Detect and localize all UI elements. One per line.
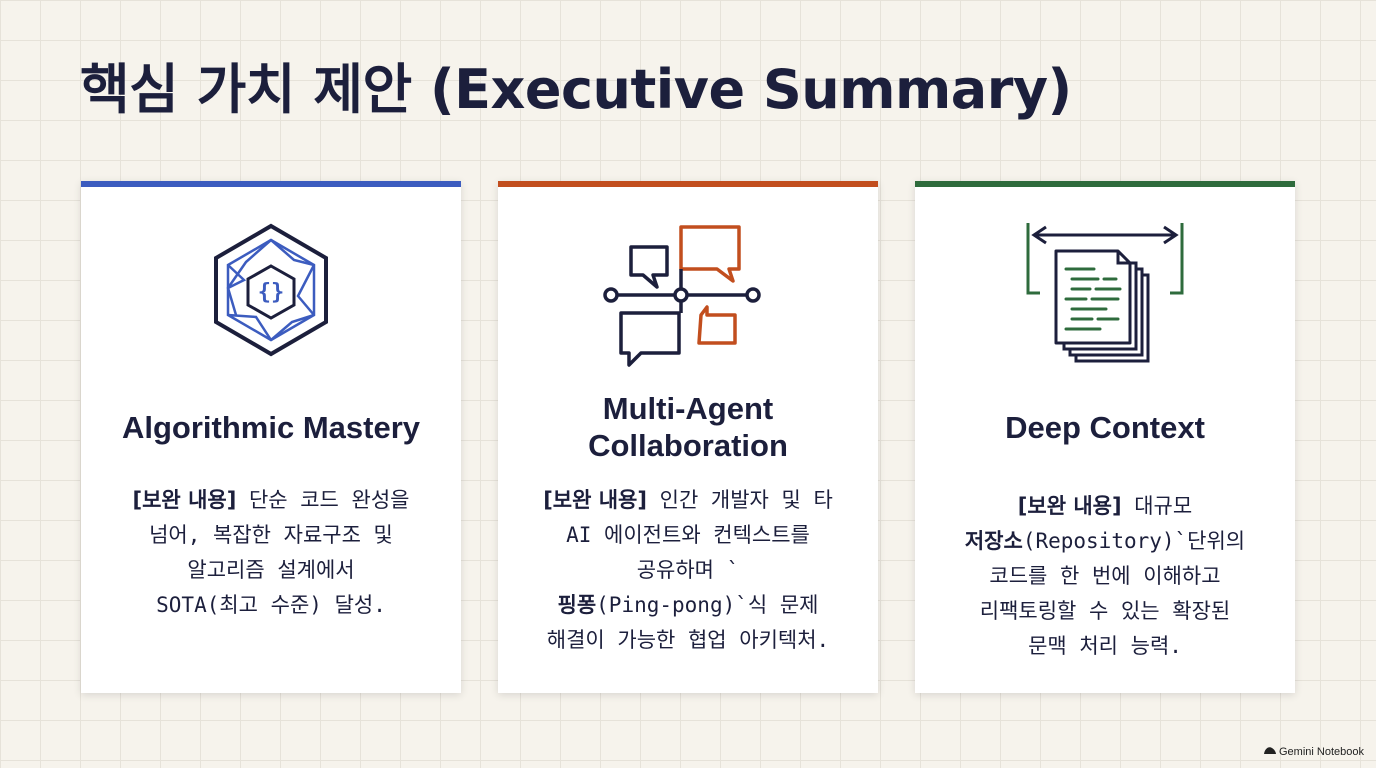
- card-title: Deep Context: [1005, 409, 1205, 445]
- card-title: Algorithmic Mastery: [121, 409, 420, 445]
- brand-logo-icon: [1264, 746, 1276, 758]
- card-algorithmic-mastery: {} Algorithmic Mastery [보완 내용] 단순 코드 완성을…: [81, 181, 461, 693]
- desc-line: 넘어, 복잡한 자료구조 및: [149, 523, 393, 547]
- desc-line: 리팩토링할 수 있는 확장된: [979, 599, 1231, 623]
- desc-line: 해결이 가능한 협업 아키텍처.: [546, 628, 830, 652]
- card-tag: [보완 내용]: [543, 488, 647, 512]
- desc-line: 단순 코드 완성을: [236, 488, 410, 512]
- multi-agent-chat-icon: [498, 217, 878, 367]
- desc-line: 공유하며 `: [636, 558, 740, 582]
- card-tag: [보완 내용]: [1017, 494, 1122, 518]
- desc-line: 코드를 한 번에 이해하고: [989, 564, 1221, 588]
- svg-text:{}: {}: [258, 280, 285, 305]
- desc-line: (Repository)`단위의: [1022, 529, 1246, 553]
- hexagon-code-icon: {}: [81, 217, 461, 367]
- desc-line: 알고리즘 설계에서: [187, 558, 355, 582]
- card-tag: [보완 내용]: [132, 488, 237, 512]
- desc-line: 인간 개발자 및 타: [646, 488, 833, 512]
- desc-line: (Ping-pong)`식 문제: [596, 593, 819, 617]
- brand-watermark: Gemini Notebook: [1264, 746, 1364, 758]
- brand-label: Gemini Notebook: [1279, 746, 1364, 758]
- desc-emphasis: 핑퐁: [557, 593, 597, 617]
- page-title: 핵심 가치 제안 (Executive Summary): [80, 58, 1072, 121]
- desc-emphasis: 저장소: [964, 529, 1023, 553]
- desc-line: 대규모: [1121, 494, 1193, 518]
- desc-line: AI 에이전트와 컨텍스트를: [566, 523, 810, 547]
- documents-context-icon: [915, 217, 1295, 367]
- desc-line: SOTA(최고 수준) 달성.: [156, 593, 386, 617]
- card-multi-agent-collaboration: Multi-Agent Collaboration [보완 내용] 인간 개발자…: [498, 181, 878, 693]
- card-title: Multi-Agent Collaboration: [588, 391, 788, 463]
- desc-line: 문맥 처리 능력.: [1028, 634, 1182, 658]
